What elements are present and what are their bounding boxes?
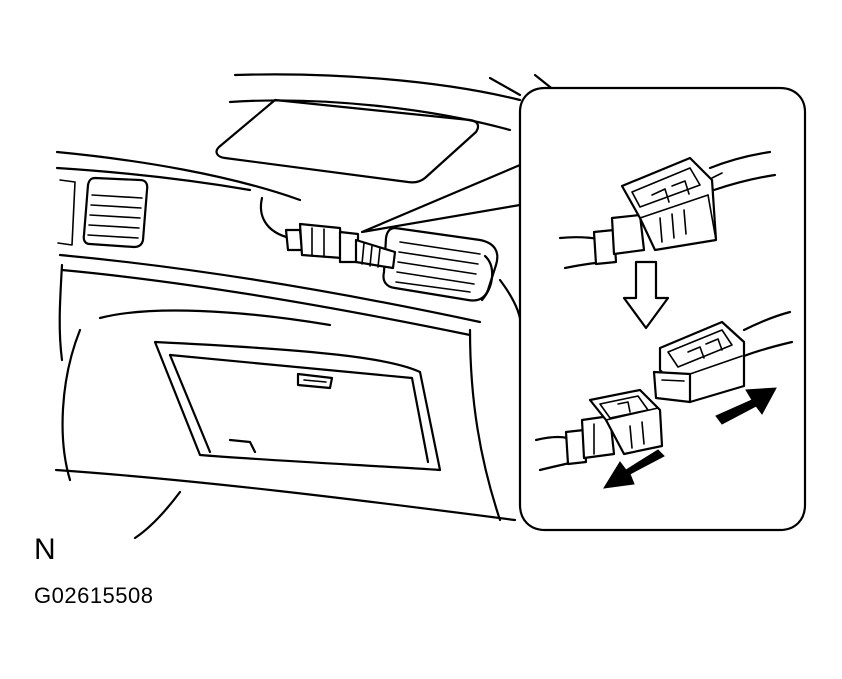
defroster-panel xyxy=(215,98,480,184)
left-air-vent xyxy=(57,176,149,249)
figure-code: G02615508 xyxy=(34,583,154,608)
detail-connected-connector xyxy=(558,150,777,270)
glove-box xyxy=(153,340,442,472)
center-air-vent xyxy=(382,226,499,302)
detail-male-connector xyxy=(534,388,664,472)
down-arrow-icon xyxy=(622,260,670,330)
pull-arrow-icon xyxy=(603,449,665,489)
callout-pointer xyxy=(360,163,522,234)
push-arrow-icon xyxy=(715,387,777,425)
windshield-lines xyxy=(228,73,562,132)
detail-female-connector xyxy=(652,310,794,404)
main-view-connector xyxy=(259,196,397,270)
corner-letter: N xyxy=(34,533,56,566)
dashboard-contours xyxy=(54,150,523,540)
